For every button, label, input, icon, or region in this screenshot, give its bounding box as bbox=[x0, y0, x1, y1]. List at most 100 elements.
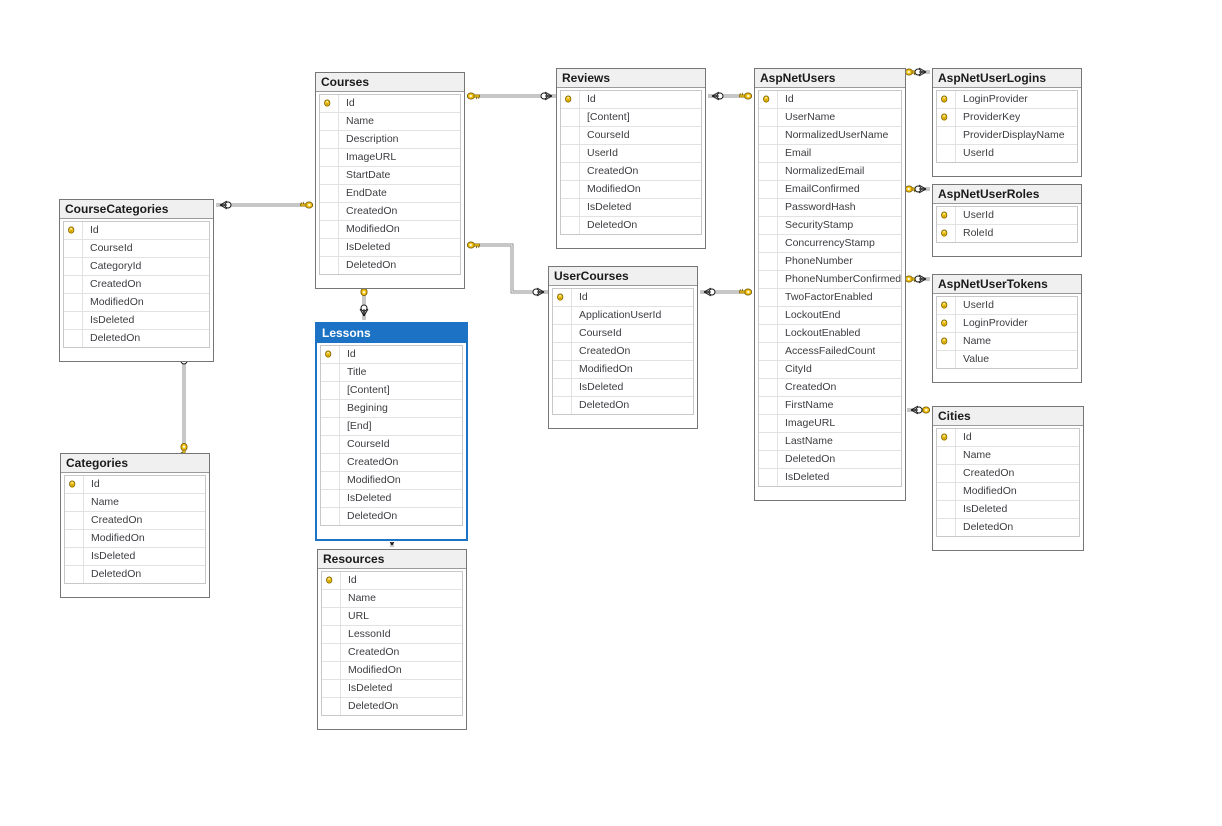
column-row[interactable]: Id bbox=[320, 95, 460, 113]
column-row[interactable]: CreatedOn bbox=[561, 163, 701, 181]
column-row[interactable]: Title bbox=[321, 364, 462, 382]
column-row[interactable]: IsDeleted bbox=[65, 548, 205, 566]
relationship-aspnetusers-to-aspnetuserlogins[interactable] bbox=[904, 67, 930, 77]
column-row[interactable]: UserId bbox=[937, 297, 1077, 315]
column-row[interactable]: CourseId bbox=[64, 240, 209, 258]
table-header-aspnetusers[interactable]: AspNetUsers bbox=[755, 69, 905, 88]
column-row[interactable]: ProviderDisplayName bbox=[937, 127, 1077, 145]
column-row[interactable]: NormalizedEmail bbox=[759, 163, 901, 181]
column-row[interactable]: CityId bbox=[759, 361, 901, 379]
column-row[interactable]: Name bbox=[65, 494, 205, 512]
column-row[interactable]: CreatedOn bbox=[65, 512, 205, 530]
column-row[interactable]: ModifiedOn bbox=[561, 181, 701, 199]
column-row[interactable]: DeletedOn bbox=[64, 330, 209, 348]
column-row[interactable]: RoleId bbox=[937, 225, 1077, 243]
relationship-aspnetusers-to-usercourses[interactable] bbox=[700, 287, 753, 297]
column-row[interactable]: CreatedOn bbox=[322, 644, 462, 662]
column-row[interactable]: LessonId bbox=[322, 626, 462, 644]
column-row[interactable]: ModifiedOn bbox=[320, 221, 460, 239]
column-row[interactable]: ImageURL bbox=[320, 149, 460, 167]
column-row[interactable]: ProviderKey bbox=[937, 109, 1077, 127]
table-header-lessons[interactable]: Lessons bbox=[317, 324, 466, 343]
column-row[interactable]: [End] bbox=[321, 418, 462, 436]
table-header-coursecategories[interactable]: CourseCategories bbox=[60, 200, 213, 219]
column-row[interactable]: Id bbox=[321, 346, 462, 364]
relationship-courses-to-reviews[interactable] bbox=[466, 91, 556, 101]
relationship-courses-to-usercourses[interactable] bbox=[466, 241, 548, 297]
column-row[interactable]: IsDeleted bbox=[322, 680, 462, 698]
column-row[interactable]: ApplicationUserId bbox=[553, 307, 693, 325]
column-row[interactable]: LastName bbox=[759, 433, 901, 451]
column-row[interactable]: Id bbox=[561, 91, 701, 109]
column-row[interactable]: ModifiedOn bbox=[937, 483, 1079, 501]
column-row[interactable]: [Content] bbox=[321, 382, 462, 400]
table-header-cities[interactable]: Cities bbox=[933, 407, 1083, 426]
column-row[interactable]: Name bbox=[322, 590, 462, 608]
column-row[interactable]: SecurityStamp bbox=[759, 217, 901, 235]
column-row[interactable]: EndDate bbox=[320, 185, 460, 203]
column-row[interactable]: IsDeleted bbox=[561, 199, 701, 217]
relationship-aspnetusers-to-aspnetusertokens[interactable] bbox=[904, 274, 930, 284]
column-row[interactable]: UserId bbox=[937, 145, 1077, 163]
column-row[interactable]: CreatedOn bbox=[64, 276, 209, 294]
column-row[interactable]: Name bbox=[937, 447, 1079, 465]
column-row[interactable]: StartDate bbox=[320, 167, 460, 185]
column-row[interactable]: CreatedOn bbox=[553, 343, 693, 361]
column-row[interactable]: DeletedOn bbox=[553, 397, 693, 415]
column-row[interactable]: PasswordHash bbox=[759, 199, 901, 217]
column-row[interactable]: CreatedOn bbox=[937, 465, 1079, 483]
column-row[interactable]: LoginProvider bbox=[937, 91, 1077, 109]
relationship-cities-to-aspnetusers[interactable] bbox=[907, 405, 931, 415]
relationship-aspnetusers-to-aspnetuserroles[interactable] bbox=[904, 184, 930, 194]
column-row[interactable]: CourseId bbox=[553, 325, 693, 343]
column-row[interactable]: IsDeleted bbox=[759, 469, 901, 487]
column-row[interactable]: CreatedOn bbox=[321, 454, 462, 472]
column-row[interactable]: IsDeleted bbox=[553, 379, 693, 397]
column-row[interactable]: DeletedOn bbox=[321, 508, 462, 526]
column-row[interactable]: Id bbox=[759, 91, 901, 109]
column-row[interactable]: CourseId bbox=[321, 436, 462, 454]
column-row[interactable]: LockoutEnabled bbox=[759, 325, 901, 343]
column-row[interactable]: UserId bbox=[937, 207, 1077, 225]
table-header-aspnetuserlogins[interactable]: AspNetUserLogins bbox=[933, 69, 1081, 88]
column-row[interactable]: Id bbox=[322, 572, 462, 590]
column-row[interactable]: Id bbox=[64, 222, 209, 240]
column-row[interactable]: Id bbox=[65, 476, 205, 494]
column-row[interactable]: Begining bbox=[321, 400, 462, 418]
column-row[interactable]: Email bbox=[759, 145, 901, 163]
column-row[interactable]: PhoneNumber bbox=[759, 253, 901, 271]
column-row[interactable]: CourseId bbox=[561, 127, 701, 145]
table-header-resources[interactable]: Resources bbox=[318, 550, 466, 569]
relationship-aspnetusers-to-reviews[interactable] bbox=[708, 91, 753, 101]
relationship-categories-to-coursecategories[interactable] bbox=[179, 349, 189, 456]
column-row[interactable]: CategoryId bbox=[64, 258, 209, 276]
column-row[interactable]: IsDeleted bbox=[64, 312, 209, 330]
column-row[interactable]: IsDeleted bbox=[937, 501, 1079, 519]
column-row[interactable]: ModifiedOn bbox=[321, 472, 462, 490]
column-row[interactable]: FirstName bbox=[759, 397, 901, 415]
column-row[interactable]: DeletedOn bbox=[561, 217, 701, 235]
column-row[interactable]: DeletedOn bbox=[759, 451, 901, 469]
table-header-reviews[interactable]: Reviews bbox=[557, 69, 705, 88]
table-header-courses[interactable]: Courses bbox=[316, 73, 464, 92]
column-row[interactable]: CreatedOn bbox=[320, 203, 460, 221]
column-row[interactable]: TwoFactorEnabled bbox=[759, 289, 901, 307]
relationship-courses-to-coursecategories[interactable] bbox=[216, 200, 314, 210]
table-header-aspnetusertokens[interactable]: AspNetUserTokens bbox=[933, 275, 1081, 294]
column-row[interactable]: DeletedOn bbox=[320, 257, 460, 275]
column-row[interactable]: UserId bbox=[561, 145, 701, 163]
column-row[interactable]: ModifiedOn bbox=[322, 662, 462, 680]
column-row[interactable]: DeletedOn bbox=[322, 698, 462, 716]
